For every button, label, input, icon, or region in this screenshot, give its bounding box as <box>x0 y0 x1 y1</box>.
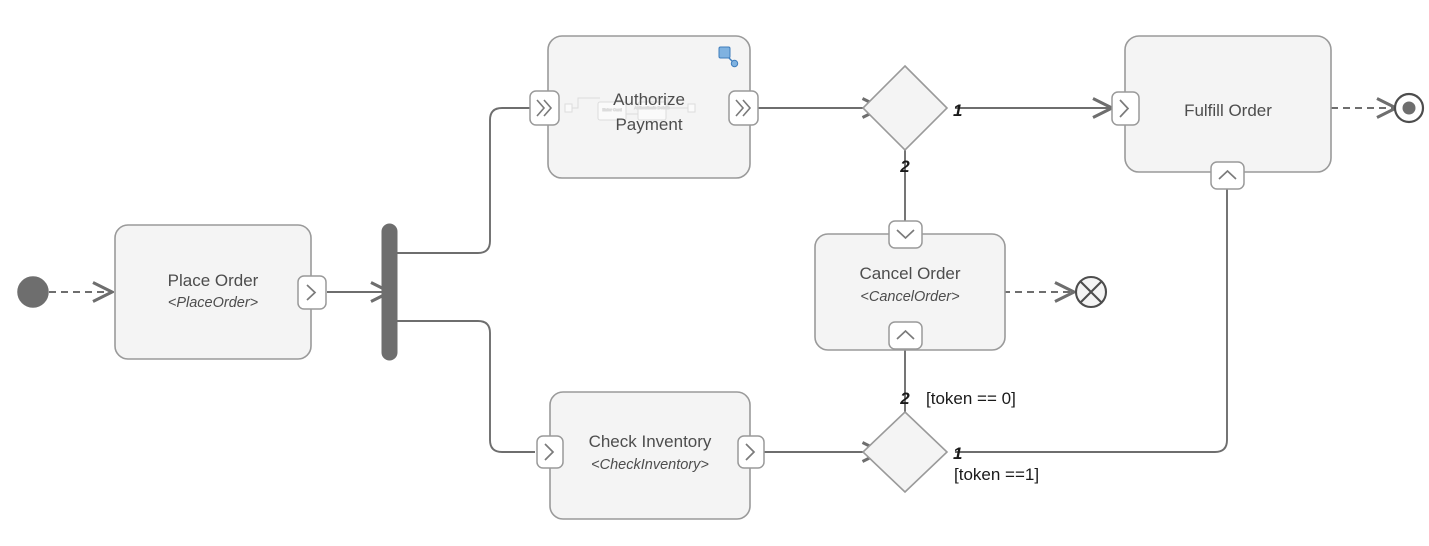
check-inventory-body <box>549 391 751 520</box>
node-cancel-order[interactable]: Cancel Order <CancelOrder> <box>814 220 1006 351</box>
preview-step-one-label: Enter Card <box>602 107 621 112</box>
double-chevron-right-icon <box>735 99 752 117</box>
flow-final-cross-icon <box>1080 281 1102 303</box>
chevron-right-icon <box>306 284 317 301</box>
cancel-order-stereotype: <CancelOrder> <box>860 289 959 305</box>
port-box <box>888 220 923 249</box>
place-order-body <box>114 224 312 360</box>
subdiagram-icon[interactable] <box>718 46 739 68</box>
authorize-payment-input-port[interactable] <box>529 90 560 126</box>
port-box <box>1210 161 1245 190</box>
place-order-output-port[interactable] <box>297 275 327 310</box>
preview-step-two-label: Authenticate Details <box>634 105 670 110</box>
guard-token-one: [token ==1] <box>954 465 1039 484</box>
decision-bottom-branch-1-number: 1 <box>953 444 962 463</box>
check-inventory-label: Check Inventory <box>589 432 712 451</box>
node-decision-top[interactable]: 1 2 <box>861 64 962 176</box>
check-inventory-output-port[interactable] <box>737 435 765 469</box>
edge-fork-to-authorize-payment[interactable] <box>396 107 530 254</box>
chevron-right-icon <box>1119 99 1130 118</box>
port-box <box>1111 91 1140 126</box>
node-decision-bottom[interactable]: 2 1 [token == 0] [token ==1] <box>861 389 1039 494</box>
activity-final-node[interactable] <box>1393 92 1425 124</box>
decision-bottom-branch-2-number: 2 <box>899 389 910 408</box>
guard-token-zero: [token == 0] <box>926 389 1016 408</box>
chevron-up-icon <box>1218 169 1237 180</box>
port-box <box>888 321 923 350</box>
subdiagram-icon-dot <box>730 59 739 68</box>
node-place-order[interactable]: Place Order <PlaceOrder> <box>114 224 327 360</box>
check-inventory-input-port[interactable] <box>536 435 564 469</box>
place-order-stereotype: <PlaceOrder> <box>168 295 258 311</box>
initial-node[interactable] <box>17 276 49 308</box>
authorize-payment-output-port[interactable] <box>728 90 759 126</box>
edges-layer <box>49 108 1396 452</box>
authorize-payment-label-line2: Payment <box>615 115 682 134</box>
chevron-right-icon <box>544 443 555 461</box>
subdiagram-icon-square <box>718 46 731 59</box>
initial-node-circle <box>17 276 49 308</box>
fulfill-order-label: Fulfill Order <box>1184 101 1272 120</box>
fulfill-order-input-port[interactable] <box>1111 91 1140 126</box>
decision-top-branch-1-number: 1 <box>953 101 962 120</box>
chevron-down-icon <box>896 229 915 240</box>
fork-bar <box>381 223 398 361</box>
port-box <box>536 435 564 469</box>
node-authorize-payment[interactable]: Enter Card Authenticate Details Authoriz… <box>529 35 759 179</box>
place-order-label: Place Order <box>168 271 259 290</box>
decision-top-branch-2-number: 2 <box>899 157 910 176</box>
chevron-right-icon <box>745 443 756 461</box>
decision-bottom-diamond <box>861 410 949 494</box>
flow-final-node[interactable] <box>1074 275 1108 309</box>
decision-top-diamond <box>861 64 949 152</box>
port-box <box>737 435 765 469</box>
edge-decision-bottom-to-fulfill-order[interactable] <box>955 178 1228 453</box>
fork-node[interactable] <box>381 223 398 361</box>
chevron-up-icon <box>896 329 915 340</box>
edge-fork-to-check-inventory[interactable] <box>396 320 535 453</box>
cancel-order-input-port[interactable] <box>888 220 923 249</box>
activity-final-inner-dot <box>1402 101 1416 115</box>
port-box <box>297 275 327 310</box>
node-check-inventory[interactable]: Check Inventory <CheckInventory> <box>536 391 765 520</box>
double-chevron-right-icon <box>536 99 553 117</box>
fulfill-order-bottom-port[interactable] <box>1210 161 1245 190</box>
node-fulfill-order[interactable]: Fulfill Order <box>1111 35 1332 190</box>
authorize-payment-label-line1: Authorize <box>613 90 685 109</box>
check-inventory-stereotype: <CheckInventory> <box>591 457 709 473</box>
authorize-payment-subdiagram-preview: Enter Card Authenticate Details <box>564 97 696 121</box>
cancel-order-label: Cancel Order <box>859 264 960 283</box>
cancel-order-output-port[interactable] <box>888 321 923 350</box>
